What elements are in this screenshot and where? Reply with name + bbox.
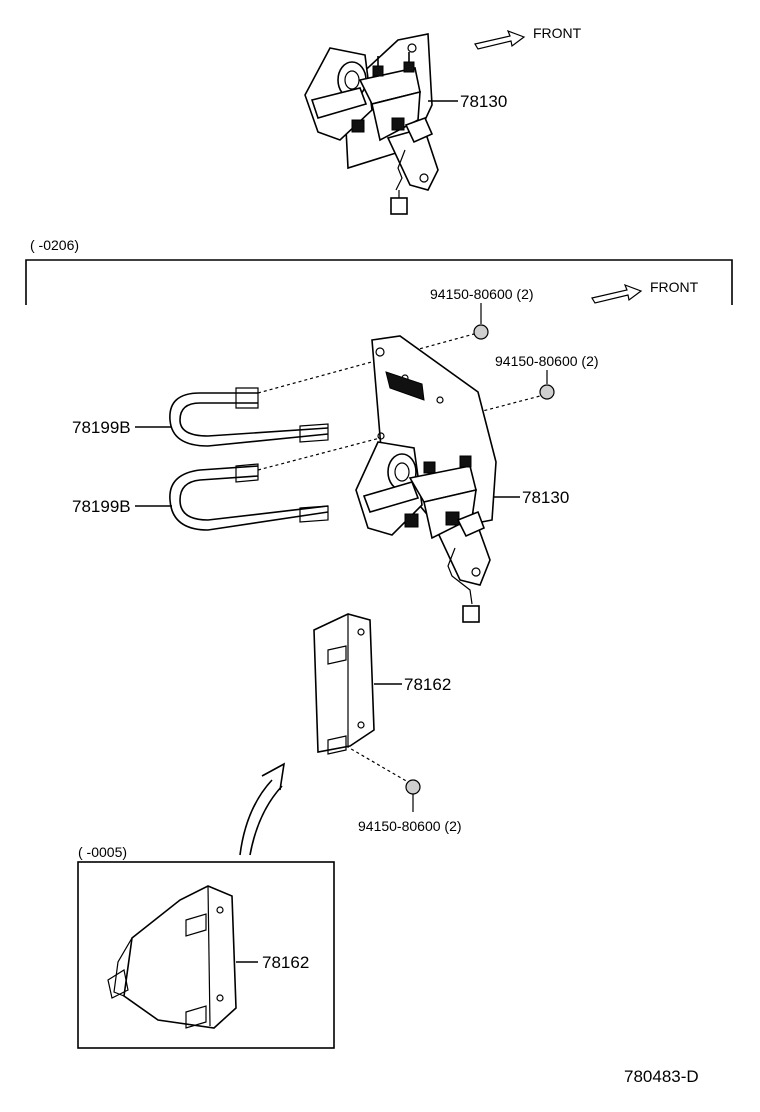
u-bolt-upper bbox=[169, 387, 329, 447]
inset-box bbox=[77, 861, 335, 1049]
nut-icon bbox=[539, 384, 555, 400]
nut-icon bbox=[405, 779, 421, 795]
u-bolt-lower bbox=[169, 463, 329, 531]
callout-94150-lower: 94150-80600 (2) bbox=[358, 818, 462, 834]
front-label-top: FRONT bbox=[533, 25, 582, 41]
range-inset: ( -0005) bbox=[78, 844, 127, 860]
front-arrow-icon bbox=[591, 283, 643, 304]
plate-78162-main bbox=[313, 613, 375, 755]
range-main: ( -0206) bbox=[30, 237, 79, 253]
nut-icon bbox=[473, 324, 489, 340]
front-arrow-icon bbox=[474, 29, 526, 50]
front-label-main: FRONT bbox=[650, 279, 699, 295]
main-carrier-assembly bbox=[355, 335, 497, 623]
plate-78162-inset bbox=[107, 885, 237, 1029]
callout-94150-upper: 94150-80600 (2) bbox=[430, 286, 534, 302]
callout-78130-top: 78130 bbox=[460, 92, 507, 111]
callout-78199b-lower: 78199B bbox=[72, 497, 131, 516]
top-carrier-assembly bbox=[304, 33, 439, 215]
callout-78162-inset: 78162 bbox=[262, 953, 309, 972]
diagram-id: 780483-D bbox=[624, 1067, 699, 1086]
callout-78199b-upper: 78199B bbox=[72, 418, 131, 437]
curved-arrow-icon bbox=[239, 762, 286, 856]
section-bracket bbox=[25, 259, 733, 305]
callout-94150-mid: 94150-80600 (2) bbox=[495, 353, 599, 369]
callout-78130-main: 78130 bbox=[522, 488, 569, 507]
callout-78162-main: 78162 bbox=[404, 675, 451, 694]
